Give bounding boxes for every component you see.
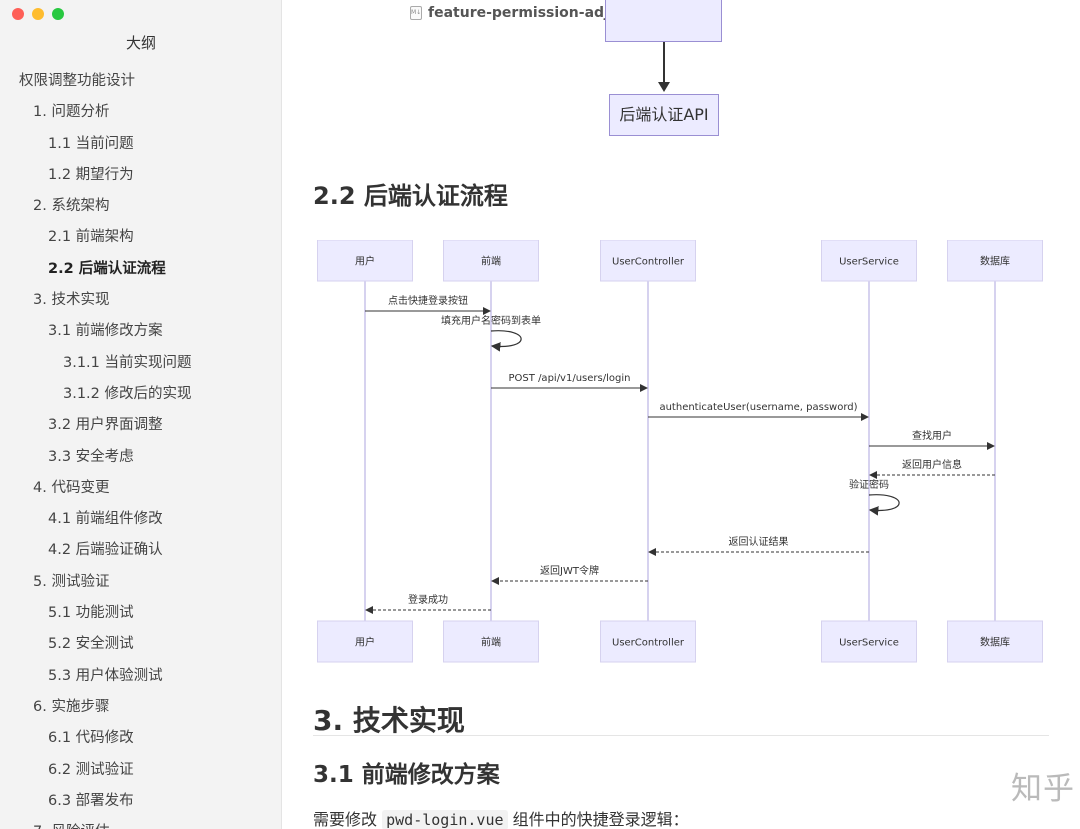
markdown-file-icon: M↓	[410, 6, 422, 20]
participant-box	[600, 620, 696, 663]
self-message-arrow	[490, 330, 522, 352]
outline-list: 权限调整功能设计 1. 问题分析 1.1 当前问题 1.2 期望行为 2. 系统架构 2.…	[0, 66, 281, 829]
outline-item[interactable]: 6.1 代码修改	[48, 730, 134, 747]
heading-tech-implementation: 3. 技术实现	[313, 704, 465, 737]
message-label: 登录成功	[408, 593, 448, 606]
heading-divider	[313, 735, 1049, 736]
participant-label: 前端	[481, 636, 501, 649]
message-label: 填充用户名密码到表单	[441, 314, 541, 327]
message-label: 验证密码	[849, 478, 889, 491]
participant-label: UserController	[612, 257, 685, 268]
close-window-button[interactable]	[12, 8, 24, 20]
message-label: 返回认证结果	[729, 535, 789, 548]
message-label: 返回JWT令牌	[540, 564, 599, 577]
outline-item[interactable]: 3.1.1 当前实现问题	[63, 354, 192, 371]
participant-label: UserService	[839, 257, 899, 268]
outline-item[interactable]: 1.2 期望行为	[48, 166, 134, 183]
outline-item[interactable]: 4.2 后端验证确认	[48, 542, 163, 559]
outline-item[interactable]: 1.1 当前问题	[48, 135, 134, 152]
message-label: authenticateUser(username, password)	[659, 402, 857, 413]
outline-item[interactable]: 5.2 安全测试	[48, 636, 134, 653]
participant-box	[317, 620, 413, 663]
outline-item[interactable]: 6.2 测试验证	[48, 761, 134, 778]
flowchart-node-backend-api: 后端认证API	[609, 94, 719, 136]
outline-item[interactable]: 3.2 用户界面调整	[48, 417, 163, 434]
participant-box	[947, 240, 1043, 282]
outline-item[interactable]: 6. 实施步骤	[33, 698, 110, 715]
participant-box	[821, 240, 917, 282]
inline-code: pwd-login.vue	[382, 810, 508, 829]
outline-item[interactable]: 3.3 安全考虑	[48, 448, 134, 465]
heading-frontend-plan: 3.1 前端修改方案	[313, 762, 500, 788]
participant-label: 数据库	[980, 255, 1010, 268]
minimize-window-button[interactable]	[32, 8, 44, 20]
flowchart-arrow-head	[658, 82, 670, 92]
outline-item[interactable]: 5.1 功能测试	[48, 605, 134, 622]
paragraph-suffix: 组件中的快捷登录逻辑：	[512, 810, 689, 829]
participant-label: UserService	[839, 638, 899, 649]
zoom-window-button[interactable]	[52, 8, 64, 20]
participant-box	[600, 240, 696, 282]
outline-item[interactable]: 4.1 前端组件修改	[48, 511, 163, 528]
message-label: 点击快捷登录按钮	[388, 294, 468, 307]
paragraph-prefix: 需要修改	[313, 810, 378, 829]
outline-item[interactable]: 7. 风险评估	[0, 817, 281, 829]
participant-label: 用户	[355, 636, 375, 649]
message-label: POST /api/v1/users/login	[509, 373, 631, 384]
watermark: 知乎 @阿里巴巴中间件	[1011, 771, 1080, 807]
document-pane: M↓ feature-permission-adjustment.md 后端认证…	[283, 0, 1080, 829]
participant-box	[443, 620, 539, 663]
window-controls	[12, 8, 64, 20]
participant-box	[443, 240, 539, 282]
outline-item[interactable]: 3. 技术实现	[33, 292, 110, 309]
participant-box	[947, 620, 1043, 663]
participant-box	[821, 620, 917, 663]
outline-item[interactable]: 5. 测试验证	[33, 573, 110, 590]
participant-box	[317, 240, 413, 282]
participant-label: 用户	[355, 255, 375, 268]
outline-item[interactable]: 5.3 用户体验测试	[48, 667, 163, 684]
message-label: 返回用户信息	[902, 458, 962, 471]
outline-item[interactable]: 3.1.2 修改后的实现	[63, 385, 192, 402]
message-label: 查找用户	[912, 429, 952, 442]
flowchart-node-above	[605, 0, 722, 42]
self-message-arrow	[868, 494, 900, 516]
outline-item[interactable]: 3.1 前端修改方案	[48, 323, 163, 340]
outline-item[interactable]: 2. 系统架构	[33, 198, 110, 215]
outline-item[interactable]: 1. 问题分析	[33, 104, 110, 121]
participant-label: UserController	[612, 638, 685, 649]
flowchart-arrow	[663, 42, 665, 84]
heading-backend-auth-flow: 2.2 后端认证流程	[313, 182, 508, 210]
outline-item[interactable]: 4. 代码变更	[33, 479, 110, 496]
outline-item[interactable]: 2.1 前端架构	[48, 229, 134, 246]
participant-label: 数据库	[980, 636, 1010, 649]
outline-title: 大纲	[125, 34, 156, 52]
outline-item[interactable]: 2.2 后端认证流程	[48, 260, 166, 277]
participant-label: 前端	[481, 255, 501, 268]
paragraph: 需要修改 pwd-login.vue 组件中的快捷登录逻辑：	[313, 806, 689, 829]
outline-item[interactable]: 6.3 部署发布	[48, 792, 134, 809]
outline-item[interactable]: 权限调整功能设计	[19, 73, 135, 89]
outline-sidebar: 大纲 权限调整功能设计 1. 问题分析 1.1 当前问题 1.2 期望行为 2. 系统架…	[0, 0, 282, 829]
